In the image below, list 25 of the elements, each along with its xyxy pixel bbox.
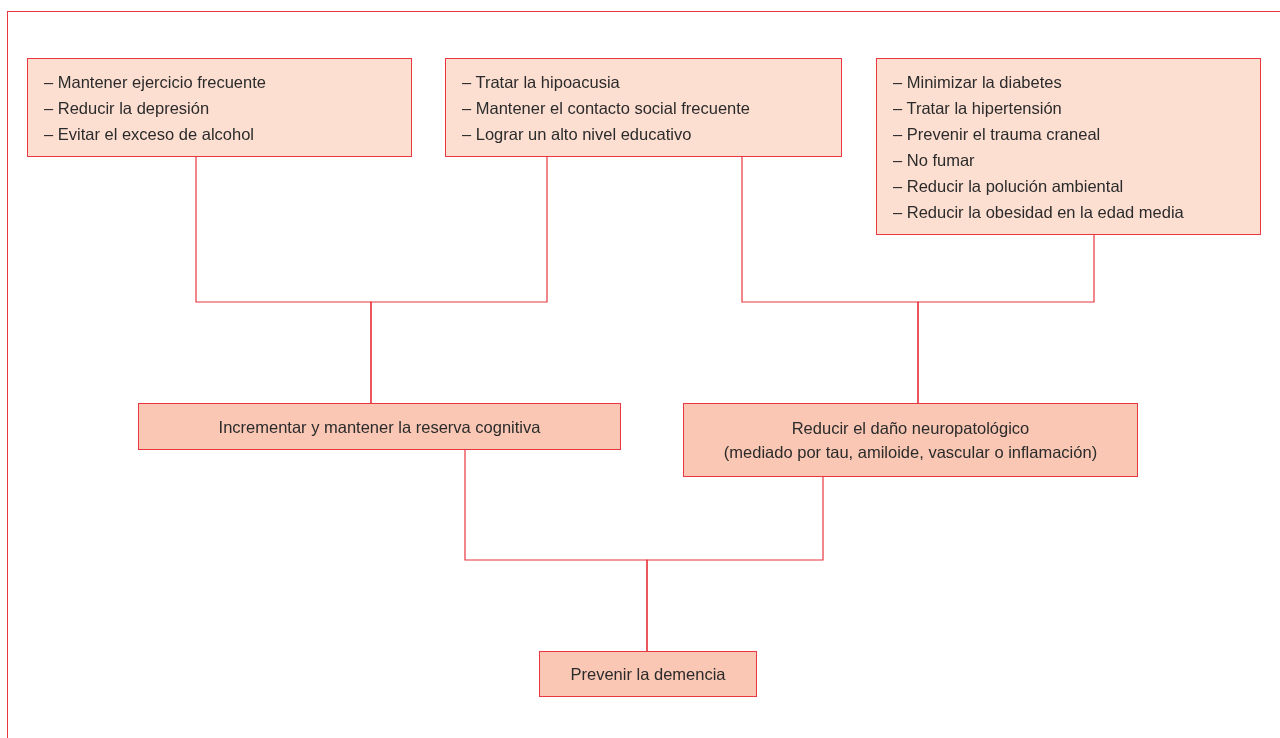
box-text: (mediado por tau, amiloide, vascular o inflamación) [722, 442, 1099, 463]
box-text: Prevenir la demencia [569, 664, 727, 685]
text-box [683, 403, 1138, 477]
text-box [539, 651, 757, 697]
box-text: Reducir el daño neuropatológico [790, 418, 1031, 439]
text-box [138, 403, 621, 450]
connector-line [917, 234, 1095, 404]
text-box [445, 58, 842, 157]
box-text: – Reducir la polución ambiental [893, 176, 1125, 197]
box-text: – Lograr un alto nivel educativo [462, 124, 693, 145]
text-box [876, 58, 1261, 235]
box-text: – Tratar la hipertensión [893, 98, 1063, 119]
text-box [27, 58, 412, 157]
connector-line [370, 156, 548, 404]
box-text: Incrementar y mantener la reserva cognitiva [217, 416, 542, 438]
connector-line [646, 476, 824, 652]
box-text: – Tratar la hipoacusia [462, 72, 621, 93]
box-text: – Mantener el contacto social frecuente [462, 98, 751, 119]
box-text: – Reducir la obesidad en la edad media [893, 202, 1185, 223]
box-text: – Minimizar la diabetes [893, 72, 1063, 93]
box-text: – Reducir la depresión [44, 98, 211, 119]
box-text: – Prevenir el trauma craneal [893, 124, 1102, 145]
box-text: – Mantener ejercicio frecuente [44, 72, 267, 93]
box-text: – No fumar [893, 150, 976, 171]
box-text: – Evitar el exceso de alcohol [44, 124, 256, 145]
